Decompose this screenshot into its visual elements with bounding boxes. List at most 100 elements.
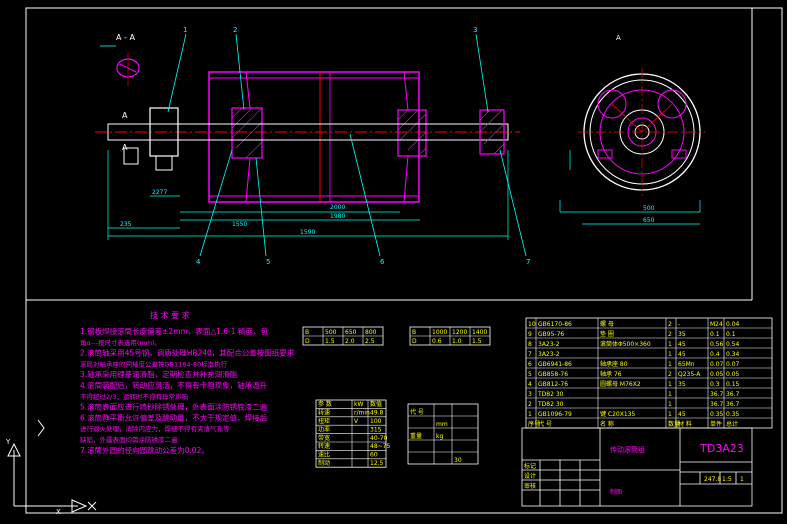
pulley-longitudinal-view: A A [95,71,520,203]
section-aa-detail: A - A [100,33,140,86]
weight: 247.8 [704,476,721,483]
dimension-lines [107,150,700,240]
callout-2: 2 [233,26,237,34]
note-line: 3.轴承采用锂基润滑脂，定期检查并补充润滑脂 [80,369,238,379]
table-cell: 36.7 [726,401,740,408]
table-cell: 数量 [668,420,680,428]
technical-notes: 技 术 要 求 1.钢板焊接滚筒长度偏差±2mm，表面△1.6-1 精度，包 角… [80,310,295,455]
drum-body [208,71,420,203]
table-cell: 轴承 76 [600,370,622,378]
table-cell: GB6941-86 [538,361,572,368]
table-cell: 5 [528,371,532,378]
table-cell: D [412,338,417,345]
table-cell: kg [436,433,443,440]
table-cell: mm [436,421,448,428]
callout-6: 6 [380,258,385,266]
table-cell: TD82 30 [537,401,564,408]
table-cell: 10 [528,321,536,328]
mark-label: 标记 [524,462,536,470]
table-cell: 7 [528,351,532,358]
notes-lines: 1.钢板焊接滚筒长度偏差±2mm，表面△1.6-1 精度，包 角α---按尺寸表… [80,326,295,455]
scale: 1:5 [722,476,732,483]
table-cell: 45 [678,341,686,348]
note-line: 6.滚筒静平衡允许偏差及跳动量，不大于规定值，焊接后 [80,412,268,422]
table-cell: GB95-76 [538,331,564,338]
table-cell: GB858-76 [538,371,568,378]
table-d: 代 号 mm 重量 kg 30 [407,403,479,465]
table-cell: 40-70 [370,435,388,442]
note-line: 角α---按尺寸表选用(mm)。 [80,338,161,347]
table-cell: 数值 [370,400,382,408]
table-cell: 35 [678,381,686,388]
designer-label: 设计 [524,472,536,480]
table-cell: 垫 圈 [600,330,614,338]
title-block-texts: TD3A23 传动滚筒组 247.8 1:5 1 标记 设计 审核 制图 [524,442,744,496]
table-cell: 2 [668,371,672,378]
callout-5: 5 [266,258,270,266]
note-line: 5.滚筒表面应进行喷砂除锈处理，外表面涂防锈底漆二遍 [80,402,268,412]
table-cell: 1 [668,401,672,408]
right-hub [397,109,427,157]
table-cell: 0.54 [726,341,740,348]
table-cell: - [678,321,680,328]
table-cell: 1 [668,411,672,418]
table-cell: 1 [668,351,672,358]
table-cell: 30 [454,457,462,464]
dim-2277: 2277 [152,189,167,196]
table-cell: 0.05 [710,371,724,378]
section-mark-a-bottom: A [122,143,128,152]
note-line: 滚筒对轴承座的同轴度公差按GB1184-80标准执行 [80,359,228,368]
hub-hatching [231,107,427,159]
table-cell: 功率 [318,425,330,433]
dim-650: 650 [643,217,655,224]
drawn-label: 制图 [610,488,622,496]
dim-235: 235 [120,221,132,228]
table-cell: 扭矩 [318,417,330,425]
table-cell: 650 [345,329,357,336]
dimension-texts: 235 2000 1980 1550 1590 2277 500 650 [120,189,655,236]
table-cell: 序号 [528,420,540,428]
end-view-label: A [616,34,621,42]
table-cell: 1200 [452,329,467,336]
table-cell: 12.5 [370,460,384,467]
ucs-icon [7,442,97,513]
table-cell: 0.34 [726,351,740,358]
table-cell: 参 数 [318,400,332,408]
table-cell: 0.05 [726,371,740,378]
table-cell: 65Mn [678,361,695,368]
dim-1590: 1590 [300,229,315,236]
table-cell: 0.1 [726,331,736,338]
table-cell: 材 料 [678,420,692,428]
callout-7: 7 [526,258,530,266]
table-cell: 0.35 [726,411,740,418]
table-cell: B [305,329,309,336]
table-cell: 速比 [318,451,330,459]
note-line: 2.滚筒轴采用45号钢，调质处理HB240，其配合公差按图纸要求 [80,348,295,358]
pulley-end-view [559,68,706,212]
ucs-x-label: X [56,508,61,516]
table-cell: 1 [668,381,672,388]
table-cell: 0.6 [432,338,442,345]
note-line: 缺陷，外露表面均需涂防锈漆二遍 [80,435,178,444]
table-cell: GB812-76 [538,381,568,388]
shaft [107,123,509,141]
table-cell: 8 [528,341,532,348]
table-cell: 1.5 [472,338,482,345]
table-frame [407,403,479,465]
table-cell: 2 [668,331,672,338]
table-cell: 总计 [726,420,738,428]
table-cell: 重量 [410,432,422,440]
section-mark-a-top: A [122,111,128,120]
callout-numbers: 1 2 3 4 5 6 7 [183,26,530,266]
dim-1550: 1550 [232,221,247,228]
table-cell: 35 [678,331,686,338]
table-cell: 圆螺母 M76X2 [600,380,641,388]
table-cell: B [412,329,416,336]
table-cell: 滚筒体Φ500×360 [600,340,651,348]
table-cell: Q235-A [678,371,701,378]
callout-3: 3 [473,26,477,34]
table-cell: 代 号 [410,408,424,416]
dim-1980: 1980 [330,213,345,220]
